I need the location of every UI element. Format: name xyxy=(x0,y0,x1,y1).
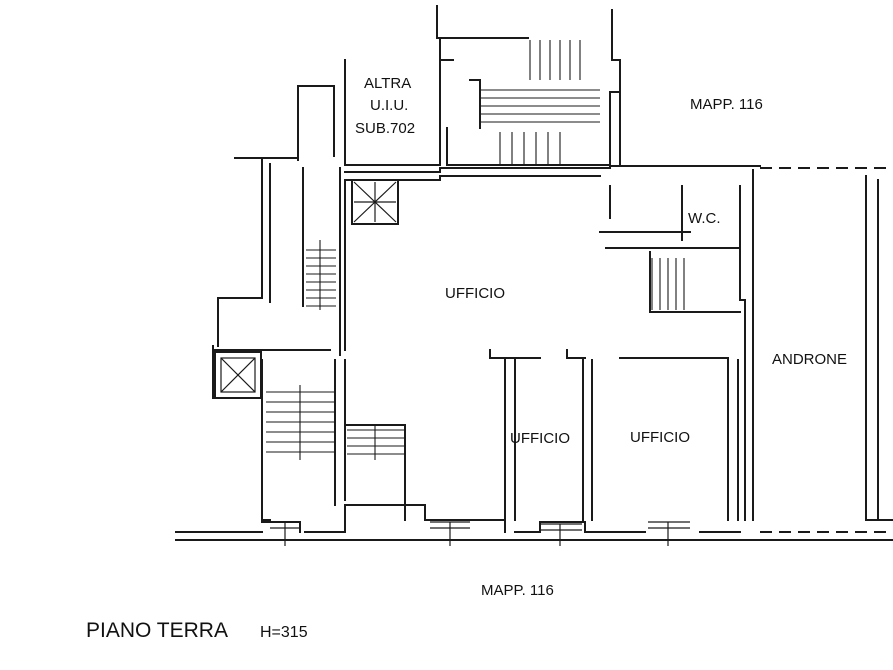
altra-label-line1: ALTRA xyxy=(364,75,411,92)
height-label: H=315 xyxy=(260,624,308,641)
spiral-stair xyxy=(351,179,399,225)
ufficio-right-label: UFFICIO xyxy=(630,429,690,446)
androne-label: ANDRONE xyxy=(772,351,847,368)
ufficio-main-label: UFFICIO xyxy=(445,285,505,302)
stairs-left-lower xyxy=(266,385,335,460)
stairs-left-upper xyxy=(306,240,336,310)
stairs-center-left xyxy=(347,426,404,460)
ufficio-left-label: UFFICIO xyxy=(510,430,570,447)
floor-name-label: PIANO TERRA xyxy=(86,619,228,642)
mapp-top-label: MAPP. 116 xyxy=(690,96,763,113)
wc-label: W.C. xyxy=(688,210,721,227)
altra-label-line2: U.I.U. xyxy=(370,97,408,114)
stairs-top xyxy=(480,40,600,164)
mapp-bottom-label: MAPP. 116 xyxy=(481,582,554,599)
stairs-wc xyxy=(651,258,685,310)
windows xyxy=(270,521,690,546)
walls xyxy=(175,5,893,541)
altra-label-line3: SUB.702 xyxy=(355,120,415,137)
boundary-dashed xyxy=(760,167,893,533)
lift-shaft xyxy=(214,351,262,399)
